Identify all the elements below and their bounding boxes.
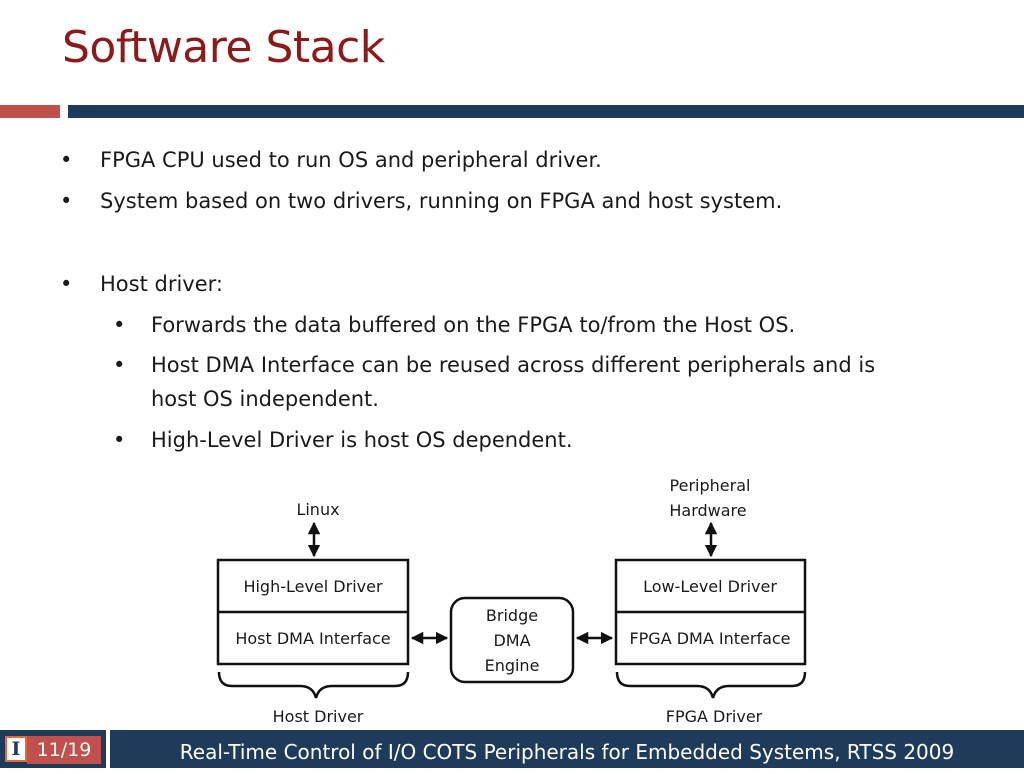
host-dma-interface-box: Host DMA Interface [235, 629, 390, 648]
page-number-box [27, 736, 101, 764]
bridge-label-line2: DMA [493, 631, 530, 650]
bridge-label-line3: Engine [485, 656, 540, 675]
bullet-fpga-cpu: FPGA CPU used to run OS and peripheral d… [100, 148, 602, 172]
sub-bullet-forwards: Forwards the data buffered on the FPGA t… [151, 313, 796, 337]
bridge-label-line1: Bridge [486, 606, 538, 625]
logo-i-icon: I [11, 738, 21, 760]
host-driver-brace [217, 671, 410, 699]
bullet-marker: • [60, 272, 73, 296]
sub-bullet-high-level: High-Level Driver is host OS dependent. [151, 428, 573, 452]
host-driver-label: Host Driver [273, 707, 364, 726]
bullet-marker: • [60, 148, 73, 172]
fpga-dma-interface-box: FPGA DMA Interface [629, 629, 790, 648]
sub-bullet-marker: • [113, 313, 126, 337]
bridge-dma-engine-box [449, 596, 575, 684]
sub-bullet-marker: • [113, 428, 126, 452]
fpga-driver-brace [615, 671, 807, 699]
sub-bullet-marker: • [113, 353, 126, 377]
fpga-driver-label: FPGA Driver [666, 707, 763, 726]
sub-bullet-dma-reuse-cont: host OS independent. [151, 387, 379, 411]
university-logo [5, 736, 27, 762]
slide-title: Software Stack [62, 22, 385, 73]
peripheral-label-line2: Hardware [669, 501, 746, 520]
footer-title: Real-Time Control of I/O COTS Peripheral… [179, 740, 955, 764]
bullet-host-driver: Host driver: [100, 272, 223, 296]
linux-label: Linux [296, 500, 339, 519]
bullet-marker: • [60, 189, 73, 213]
footer-bar [110, 730, 1024, 768]
page-number: 11/19 [36, 739, 92, 761]
bullet-two-drivers: System based on two drivers, running on … [100, 189, 783, 213]
sub-bullet-dma-reuse: Host DMA Interface can be reused across … [151, 353, 876, 377]
title-rule-accent [0, 105, 60, 118]
low-level-driver-box: Low-Level Driver [643, 577, 777, 596]
title-rule-bar [68, 105, 1024, 118]
peripheral-label-line1: Peripheral [670, 476, 751, 495]
high-level-driver-box: High-Level Driver [243, 577, 383, 596]
